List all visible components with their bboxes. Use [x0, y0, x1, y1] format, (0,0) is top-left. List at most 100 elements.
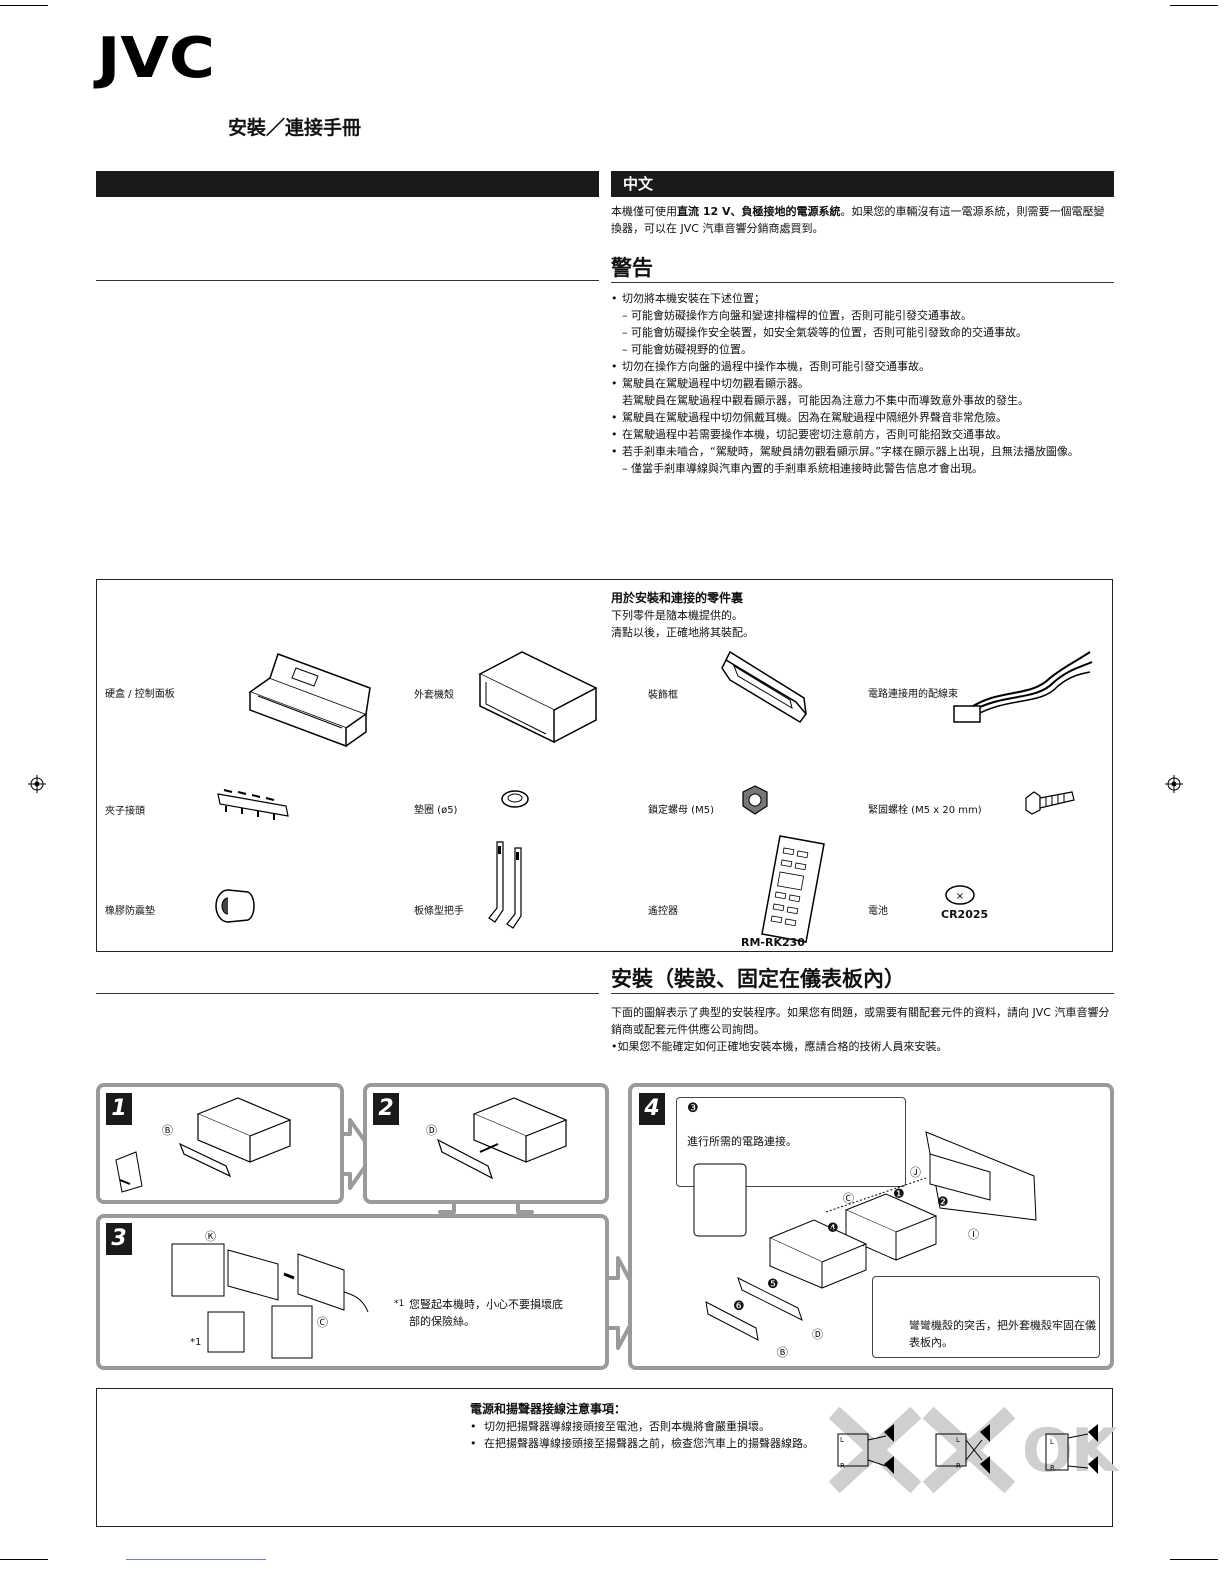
washer-illustration [501, 790, 529, 808]
ok-label: OK [1022, 1416, 1117, 1486]
installation-heading: 安裝（裝設、固定在儀表板內） [611, 967, 905, 991]
channel-r: R [956, 1462, 961, 1470]
speaker-heading: 電源和揚聲器接線注意事項： [470, 1402, 627, 1416]
part-label: 夾子接頭 [105, 806, 145, 817]
parts-list-box [96, 579, 1113, 952]
wiring-harness-illustration [953, 651, 1093, 723]
part-label: 電池 [868, 906, 888, 917]
step-number-badge: 1 [106, 1093, 132, 1125]
rubber-cushion-illustration [215, 889, 255, 923]
step-2-illustration [436, 1097, 568, 1180]
step-3-illustration [171, 1243, 369, 1359]
divider [611, 282, 1114, 283]
part-label: 硬盒 / 控制面板 [105, 689, 175, 700]
speaker-list: 切勿把揚聲器導線接頭接至電池，否則本機將會嚴重損壞。 在把揚聲器導線接頭接至揚聲… [470, 1418, 814, 1452]
circled-number: ❺ [767, 1277, 779, 1292]
parts-subtext-line: 清點以後，正確地將其裝配。 [611, 626, 754, 639]
footnote-mark: *1 [394, 1299, 405, 1309]
channel-l: L [1050, 1438, 1054, 1446]
warning-item: 駕駛員在駕駛過程中切勿觀看顯示器。 [611, 375, 1114, 392]
intro-text: 本機僅可使用 [611, 205, 677, 218]
letter-c: Ⓒ [843, 1192, 854, 1205]
step-3-note: 您豎起本機時，小心不要損壞底部的保險絲。 [409, 1298, 563, 1328]
jvc-logo: JVC [93, 26, 215, 91]
circled-number: ❷ [937, 1195, 949, 1210]
registration-mark-icon [28, 775, 46, 793]
divider [611, 993, 1114, 994]
crop-mark [126, 1559, 266, 1560]
channel-r: R [1050, 1464, 1055, 1472]
wrong-wiring-x-icon [828, 1406, 922, 1494]
callout-number: ❸ [687, 1101, 699, 1116]
speaker-item: 在把揚聲器導線接頭接至揚聲器之前，檢查您汽車上的揚聲器線路。 [470, 1435, 814, 1452]
installation-paragraph: 下面的圖解表示了典型的安裝程序。如果您有問題，或需要有關配套元件的資料，請向 J… [611, 1006, 1110, 1036]
part-label: 電路連接用的配線束 [868, 689, 958, 700]
warning-item: 若手剎車未嚙合，“駕駛時，駕駛員請勿觀看顯示屏。”字樣在顯示器上出現，且無法播放… [611, 443, 1114, 460]
wrong-wiring-x-icon [922, 1406, 1016, 1494]
lock-nut-illustration [742, 785, 768, 815]
channel-r: R [840, 1462, 845, 1470]
section-tab-chinese: 中文 [611, 171, 1114, 197]
letter-b: Ⓑ [162, 1124, 173, 1137]
part-label: 鎖定螺母 (M5) [648, 805, 714, 816]
handles-illustration [488, 841, 522, 929]
intro-text-end: 。如果您的車輛沒有這一電源系統，則需要一個電壓變換器，可以在 JVC 汽車音響分… [611, 205, 1105, 235]
circled-number: ❶ [893, 1187, 905, 1202]
section-bar-left [96, 171, 599, 197]
divider [96, 993, 599, 994]
sleeve-illustration [478, 651, 598, 744]
warning-heading: 警告 [611, 256, 653, 280]
clip-connector-illustration [217, 789, 289, 820]
step-1-illustration [115, 1097, 292, 1193]
letter-i: Ⓘ [968, 1228, 979, 1241]
letter-b: Ⓑ [777, 1346, 788, 1359]
step-number-badge: 3 [106, 1223, 132, 1255]
document-title: 安裝／連接手冊 [228, 117, 362, 139]
intro-bold: 直流 12 V、負極接地的電源系統 [677, 205, 841, 218]
footnote-ref: *1 [190, 1337, 202, 1348]
battery-illustration: × [945, 885, 975, 905]
mounting-bolt-illustration [1025, 791, 1075, 815]
step-number-badge: 4 [639, 1093, 665, 1125]
channel-l: L [956, 1436, 960, 1444]
channel-l: L [840, 1436, 844, 1444]
step-4-bend-callout: 彎彎機殼的突舌，把外套機殼牢固在儀表板內。 [872, 1276, 1100, 1358]
part-label: 墊圈 (ø5) [414, 805, 458, 816]
circled-number: ❻ [733, 1299, 745, 1314]
part-label: 裝飾框 [648, 690, 678, 701]
step-4-illustration [693, 1131, 1037, 1341]
speaker-notes-box [96, 1388, 1113, 1527]
installation-text: 下面的圖解表示了典型的安裝程序。如果您有問題，或需要有關配套元件的資料，請向 J… [611, 1004, 1114, 1055]
hard-case-illustration [248, 653, 371, 748]
crop-mark [1170, 5, 1218, 6]
warning-item: – 可能會妨礙操作方向盤和變速排檔桿的位置，否則可能引發交通事故。 [622, 309, 972, 322]
trim-plate-illustration [721, 650, 807, 723]
part-label: 板條型把手 [414, 906, 464, 917]
letter-d: Ⓓ [812, 1328, 823, 1341]
circled-number: ❹ [827, 1221, 839, 1236]
crop-mark [1170, 1559, 1218, 1560]
part-label: 緊固螺栓 (M5 x 20 mm) [868, 805, 982, 816]
speaker-item: 切勿把揚聲器導線接頭接至電池，否則本機將會嚴重損壞。 [470, 1418, 814, 1435]
registration-mark-icon [1165, 775, 1183, 793]
parts-subtext-line: 下列零件是隨本機提供的。 [611, 609, 743, 622]
intro-paragraph: 本機僅可使用直流 12 V、負極接地的電源系統。如果您的車輛沒有這一電源系統，則… [611, 203, 1114, 237]
warning-list: 切勿將本機安裝在下述位置； – 可能會妨礙操作方向盤和變速排檔桿的位置，否則可能… [611, 290, 1114, 477]
crop-mark [0, 5, 48, 6]
letter-d: Ⓓ [426, 1124, 437, 1137]
installation-note: •如果您不能確定如何正確地安裝本機，應請合格的技術人員來安裝。 [611, 1040, 948, 1053]
divider [96, 280, 599, 281]
warning-item: 切勿在操作方向盤的過程中操作本機，否則可能引發交通事故。 [611, 358, 1114, 375]
part-label: 遙控器 [648, 906, 678, 917]
part-label: 橡膠防震墊 [105, 906, 155, 917]
part-label: 外套機殼 [414, 690, 454, 701]
remote-model-label: RM-RK230 [741, 936, 805, 949]
parts-heading: 用於安裝和連接的零件裏 [611, 591, 744, 605]
warning-item: 在駕駛過程中若需要操作本機，切記要密切注意前方，否則可能招致交通事故。 [611, 426, 1114, 443]
letter-c: Ⓒ [317, 1316, 328, 1329]
warning-item: 切勿將本機安裝在下述位置； [611, 290, 1114, 307]
svg-text:×: × [956, 891, 964, 902]
battery-model-label: CR2025 [941, 908, 989, 921]
bend-text: 彎彎機殼的突舌，把外套機殼牢固在儀表板內。 [909, 1319, 1096, 1349]
warning-item: – 可能會妨礙視野的位置。 [622, 343, 752, 356]
